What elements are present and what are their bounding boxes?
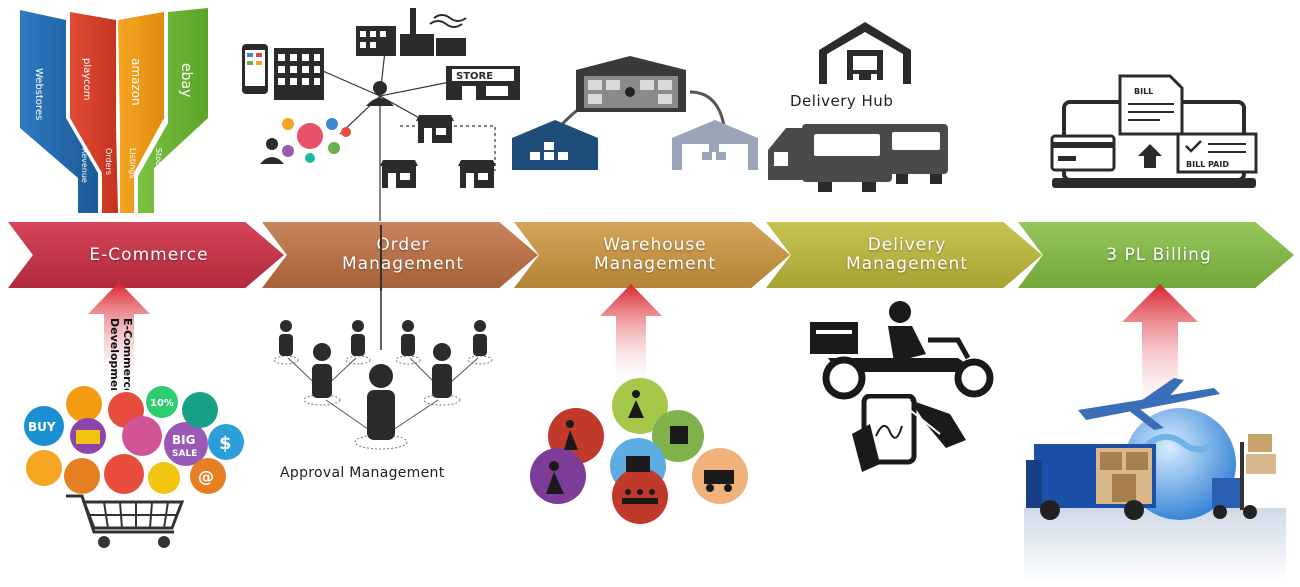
- people-icons: [279, 320, 487, 440]
- approval-hierarchy: [273, 290, 493, 450]
- stage-delivery-label-1: Delivery: [867, 235, 947, 255]
- stage-billing-label: 3 PL Billing: [1106, 244, 1212, 265]
- stage-delivery-management: Delivery Management: [766, 222, 1042, 288]
- warehouse-network: [512, 56, 758, 170]
- small-shop-icon-3: [458, 160, 496, 188]
- svg-text:SALE: SALE: [172, 449, 197, 459]
- svg-text:Orders: Orders: [104, 148, 113, 175]
- stage-order-label-1: Order: [376, 235, 430, 255]
- delivery-scooter-icon: [810, 301, 994, 400]
- warehouse-grey-icon: [672, 120, 758, 170]
- ecommerce-dev-label-1: E-Commerce: [121, 318, 134, 390]
- svg-text:BILL: BILL: [1134, 87, 1153, 96]
- stage-warehouse-label-2: Management: [594, 254, 716, 274]
- store-icon: STORE: [446, 66, 520, 100]
- warehouse-blue-icon: [512, 120, 598, 170]
- factory-icon: [356, 8, 467, 56]
- svg-text:BUY: BUY: [28, 420, 56, 434]
- mobile-phone-icon: [242, 44, 268, 94]
- marketplace-ribbons: Webstores playcom Orders amazon Listings…: [20, 8, 208, 213]
- stage-order-management: Order Management: [262, 222, 538, 288]
- stage-order-label-2: Management: [342, 254, 464, 274]
- arrow-billing: [1122, 284, 1198, 422]
- airplane-icon: [1078, 378, 1220, 430]
- logistics-scene: [1024, 378, 1286, 582]
- delivery-hub-label: Delivery Hub: [790, 92, 894, 110]
- hub-person-icon: [366, 81, 394, 106]
- delivery-truck-icon: [1026, 444, 1156, 520]
- warehouse-operations-circles: [530, 378, 748, 524]
- small-shop-icon-2: [380, 160, 418, 188]
- forklift-icon: [1212, 434, 1276, 519]
- office-building-icon: [274, 48, 324, 100]
- svg-text:BILL PAID: BILL PAID: [1186, 160, 1229, 169]
- bill-paid-icon: BILL PAID: [1176, 132, 1258, 174]
- order-connector-line: [380, 225, 382, 291]
- customer-person-icon: [260, 138, 284, 164]
- ecommerce-bubbles: BUY 10% BIG SALE $ @: [24, 386, 244, 494]
- svg-text:ebay: ebay: [178, 63, 194, 97]
- svg-text:Stock: Stock: [154, 148, 163, 171]
- delivery-hub-icon: [819, 22, 911, 84]
- svg-text:@: @: [198, 467, 214, 486]
- shopping-cart-icon: [66, 494, 185, 548]
- bill-document-icon: BILL: [1118, 74, 1184, 136]
- ribbon-amazon: amazon Listings: [118, 12, 164, 213]
- svg-text:10%: 10%: [150, 398, 174, 409]
- stage-warehouse-label-1: Warehouse: [603, 235, 707, 255]
- ribbon-revenue-label: Revenue: [80, 148, 89, 183]
- svg-text:Listings: Listings: [128, 148, 137, 179]
- stage-3pl-billing: 3 PL Billing: [1018, 222, 1294, 288]
- svg-text:BIG: BIG: [172, 433, 195, 447]
- signature-tablet-icon: [852, 394, 966, 472]
- delivery-trucks-icon: [768, 124, 948, 192]
- ribbon-webstores: Webstores: [20, 10, 98, 213]
- upload-arrow-icon: [1138, 144, 1162, 168]
- stage-delivery-label-2: Management: [846, 254, 968, 274]
- stage-ecommerce: E-Commerce: [8, 222, 284, 288]
- ribbon-playcom: playcom Orders: [70, 12, 118, 213]
- svg-text:playcom: playcom: [81, 58, 92, 101]
- arrow-ecommerce: E-Commerce Development: [88, 282, 150, 390]
- small-shop-icon-1: [416, 115, 454, 143]
- ribbon-ebay: ebay Stock: [138, 8, 208, 213]
- ecommerce-dev-label-2: Development: [108, 318, 121, 390]
- credit-card-icon: [1050, 134, 1116, 172]
- stage-warehouse-management: Warehouse Management: [514, 222, 790, 288]
- approval-management-label: Approval Management: [280, 465, 445, 481]
- svg-text:STORE: STORE: [456, 71, 493, 82]
- billing-laptop-icon: BILL BILL PAID: [1050, 74, 1258, 188]
- svg-text:amazon: amazon: [129, 58, 143, 106]
- shopping-bubbles: [282, 118, 351, 163]
- central-warehouse-icon: [576, 56, 686, 112]
- arrow-warehouse: [600, 284, 662, 392]
- svg-text:Webstores: Webstores: [33, 68, 44, 120]
- order-network: STORE: [242, 8, 520, 221]
- stage-ecommerce-label: E-Commerce: [89, 244, 209, 265]
- svg-text:$: $: [219, 433, 232, 454]
